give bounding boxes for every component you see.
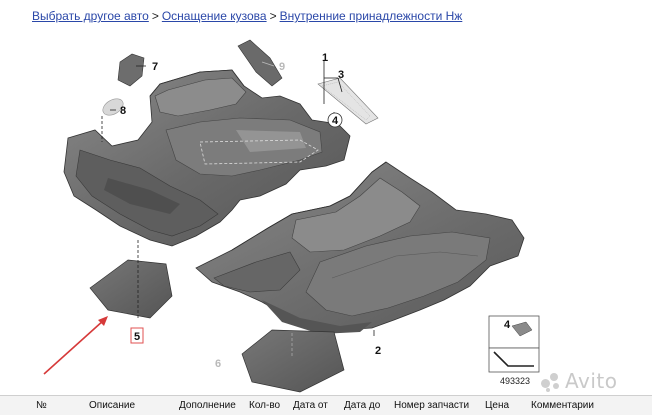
breadcrumb: Выбрать другое авто>Оснащение кузова>Вну… xyxy=(32,9,462,23)
front-floor-carpet xyxy=(195,161,525,334)
callout-4-circle xyxy=(327,112,343,128)
part-7-cover xyxy=(117,53,145,87)
thumbnail-callout-4: 4 xyxy=(504,319,511,331)
part-3-strip xyxy=(317,77,379,125)
part-5-floor-mat xyxy=(89,259,173,319)
avito-logo-icon xyxy=(541,373,563,392)
reference-number: 493323 xyxy=(500,376,530,386)
part-9-handle xyxy=(237,39,283,87)
column-header-addition: Дополнение xyxy=(179,400,236,411)
part-8-disc xyxy=(102,98,124,116)
breadcrumb-separator: > xyxy=(151,9,159,23)
callout-2: 2 xyxy=(375,345,381,357)
column-header-description: Описание xyxy=(89,400,136,411)
red-arrow-icon xyxy=(43,316,108,375)
callout-5-box xyxy=(130,327,144,344)
reference-thumbnail: 4 493323 xyxy=(488,315,540,386)
column-header-comments: Комментарии xyxy=(531,400,594,411)
breadcrumb-link-interior-accessories[interactable]: Внутренние принадлежности Нж xyxy=(279,9,463,23)
column-header-date-from: Дата от xyxy=(293,400,328,411)
column-header-part-number: Номер запчасти xyxy=(394,400,470,411)
avito-watermark: Avito xyxy=(541,369,617,393)
rear-floor-carpet xyxy=(63,69,351,247)
column-header-number: № xyxy=(36,400,47,411)
avito-watermark-text: Avito xyxy=(565,369,618,393)
callout-6: 6 xyxy=(215,358,221,370)
breadcrumb-link-select-car[interactable]: Выбрать другое авто xyxy=(32,9,149,23)
callout-4: 4 xyxy=(332,115,339,127)
callout-3: 3 xyxy=(338,69,344,81)
callout-1: 1 xyxy=(322,52,328,64)
callout-7: 7 xyxy=(152,61,158,73)
callout-8: 8 xyxy=(120,105,126,117)
column-header-date-to: Дата до xyxy=(344,400,381,411)
part-6-floor-mat xyxy=(241,329,345,393)
breadcrumb-separator: > xyxy=(269,9,277,23)
cutout-outline xyxy=(199,139,319,165)
callout-5: 5 xyxy=(134,331,140,343)
callout-9: 9 xyxy=(279,61,285,73)
column-header-price: Цена xyxy=(485,400,510,411)
parts-table-header: № Описание Дополнение Кол-во Дата от Дат… xyxy=(0,395,652,415)
column-header-quantity: Кол-во xyxy=(249,400,281,411)
breadcrumb-link-body-equipment[interactable]: Оснащение кузова xyxy=(161,9,267,23)
